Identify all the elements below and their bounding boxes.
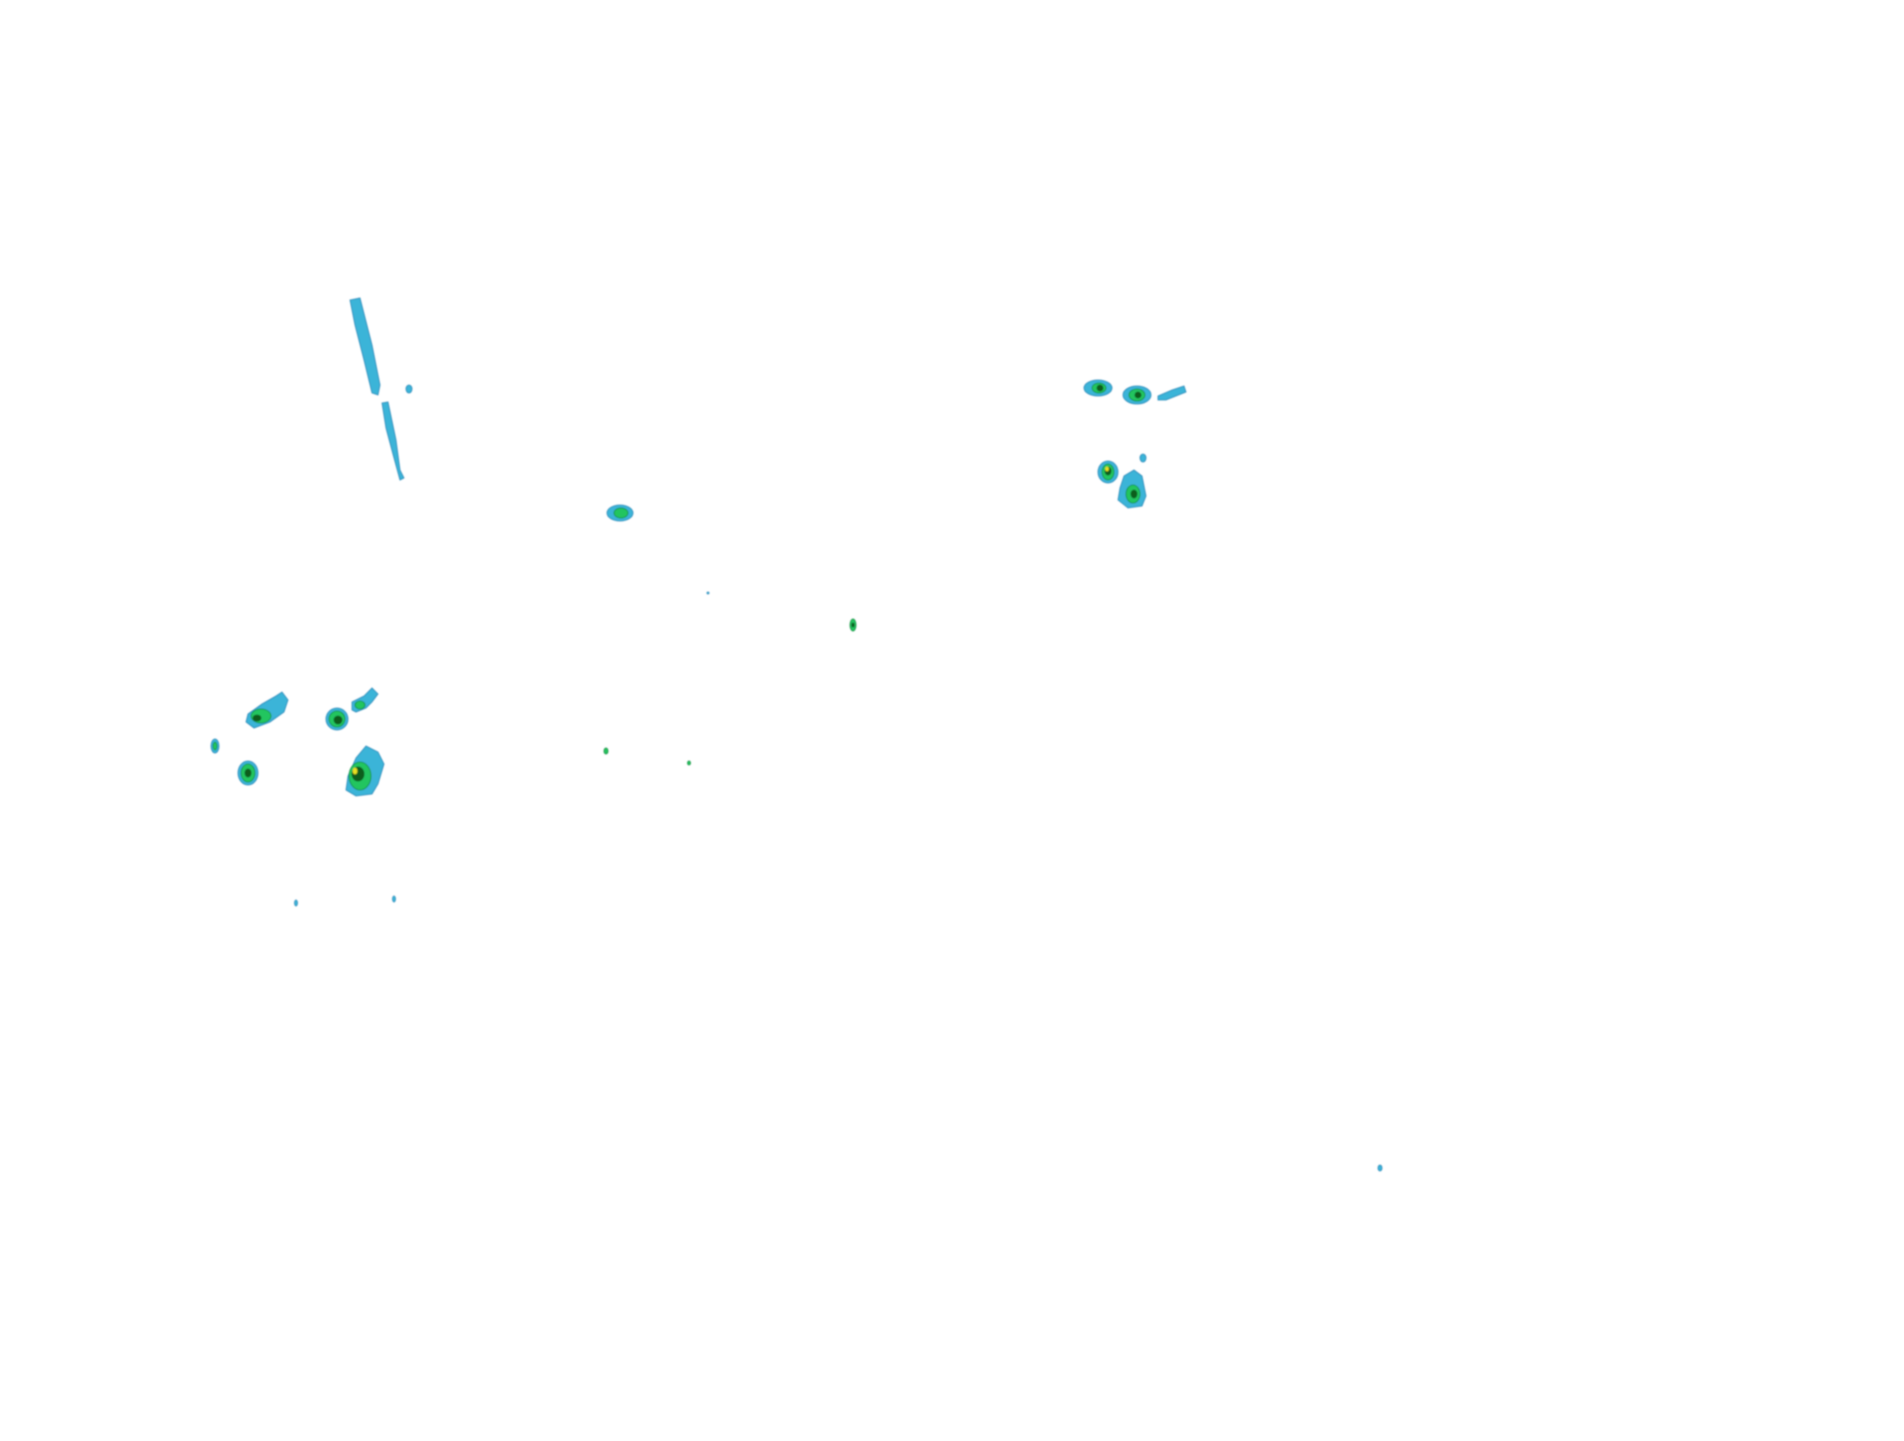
echo-light-region	[706, 591, 710, 595]
echo-moderate-region	[603, 747, 609, 755]
echo-moderate-region	[212, 741, 218, 751]
echo-light-region	[392, 895, 396, 903]
echo-light-region	[405, 384, 413, 394]
echo-moderate-region	[687, 760, 691, 766]
echo-cell-central-north	[606, 504, 634, 522]
echo-cluster-southwest	[210, 687, 385, 797]
echo-heavy-region	[252, 714, 262, 722]
echo-heavy-region	[1130, 489, 1138, 499]
echo-heavy-region	[333, 715, 343, 725]
echo-light-region	[1157, 385, 1187, 401]
echo-heavy-region	[1096, 384, 1104, 392]
echo-cluster-northeast	[1083, 379, 1187, 509]
echo-heavy-region	[1134, 391, 1142, 399]
echo-heavy-region	[851, 622, 855, 628]
echo-light-region	[1139, 453, 1147, 463]
echo-light-region	[294, 899, 298, 907]
echo-moderate-region	[613, 507, 629, 519]
echo-light-region	[381, 401, 405, 481]
echo-heavy-region	[244, 768, 252, 778]
echo-intense-region	[1105, 466, 1109, 472]
echo-band-northwest	[349, 297, 413, 481]
echo-light-region	[349, 297, 381, 396]
echo-light-region	[1377, 1164, 1383, 1172]
echo-specks	[294, 591, 1383, 1172]
echo-moderate-region	[354, 700, 366, 710]
echo-intense-region	[352, 767, 358, 775]
